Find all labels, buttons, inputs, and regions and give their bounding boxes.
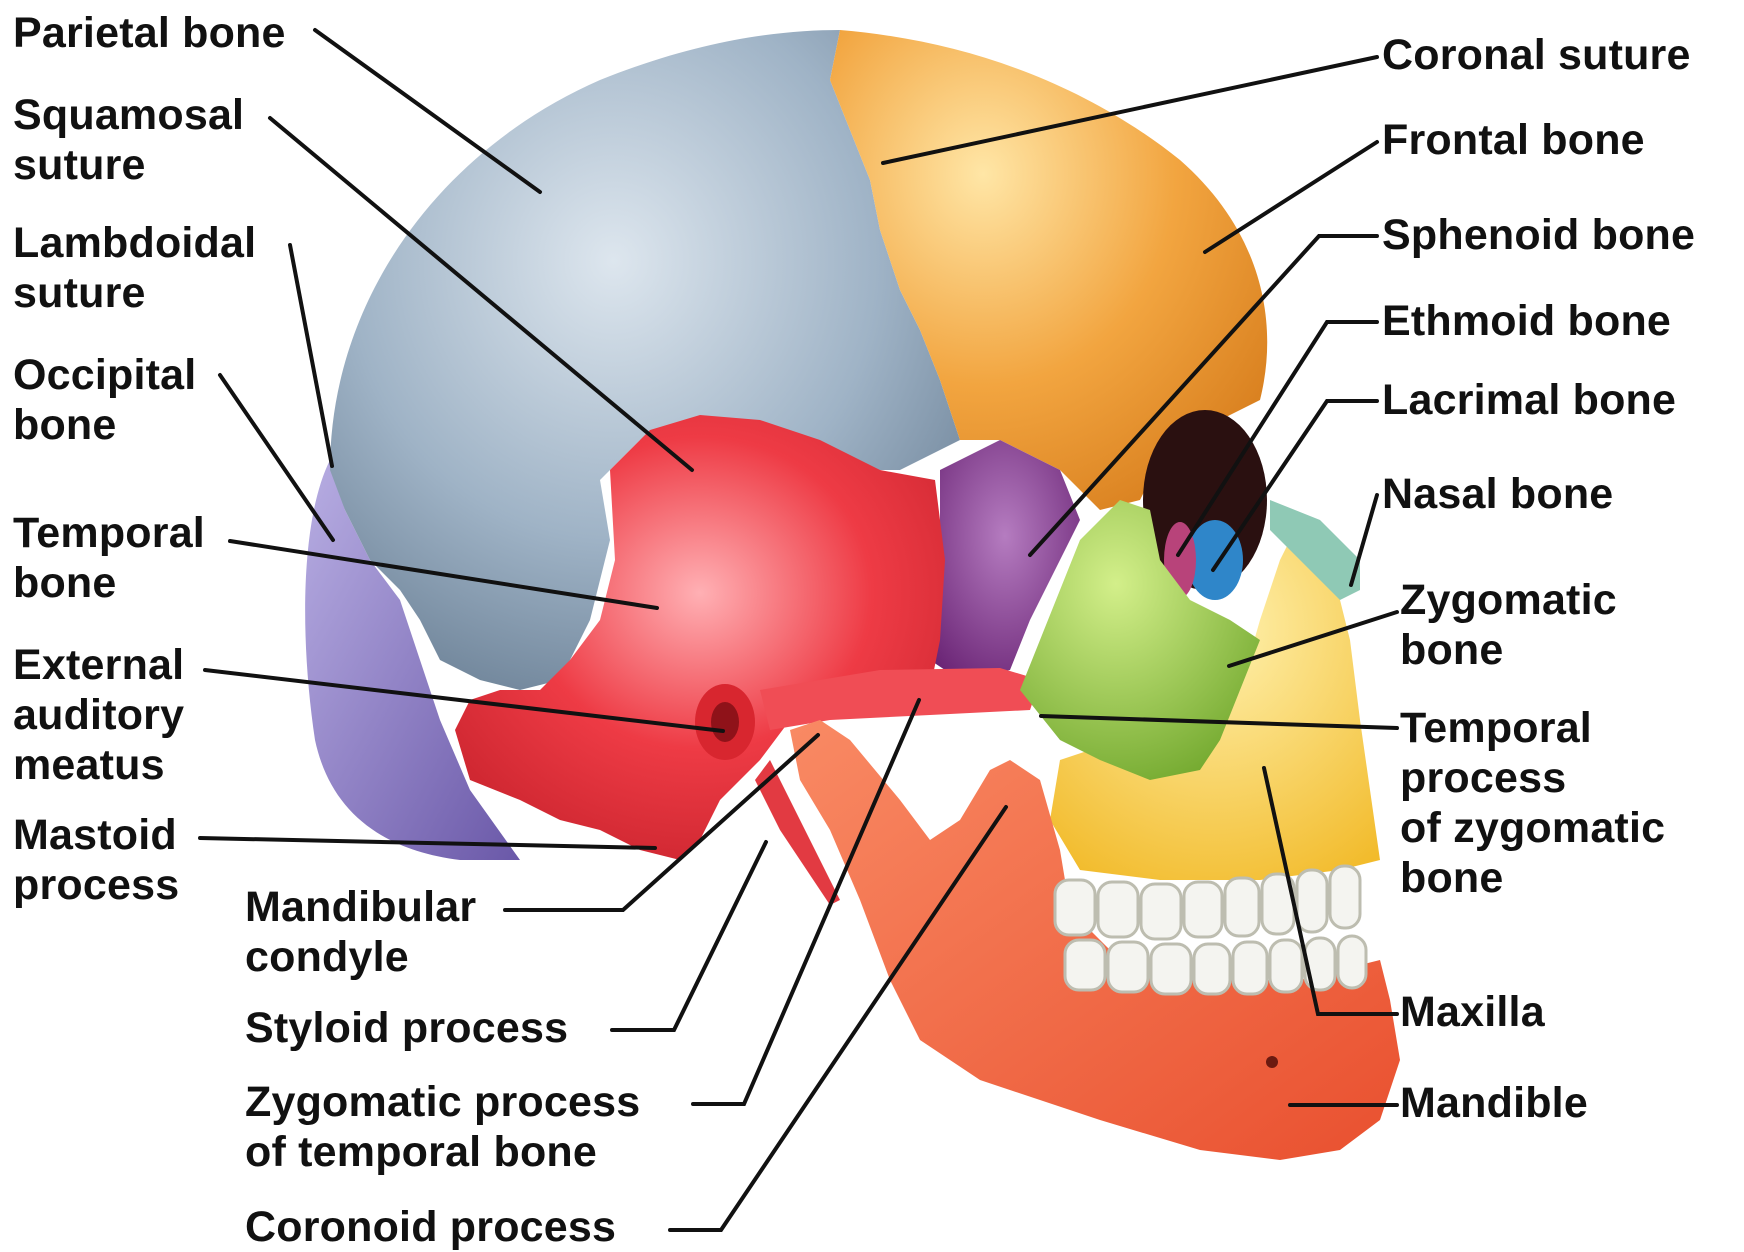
leader-styloid: [612, 842, 766, 1030]
leader-parietal: [315, 30, 540, 192]
label-coronal-suture: Coronal suture: [1382, 30, 1691, 80]
label-maxilla: Maxilla: [1400, 987, 1545, 1037]
label-temporal-bone: Temporal bone: [13, 508, 205, 608]
auditory-meatus-hole: [711, 702, 739, 742]
label-sphenoid-bone: Sphenoid bone: [1382, 210, 1695, 260]
mental-foramen-dot: [1266, 1056, 1278, 1068]
label-mandible: Mandible: [1400, 1078, 1588, 1128]
label-nasal-bone: Nasal bone: [1382, 469, 1613, 519]
label-ethmoid-bone: Ethmoid bone: [1382, 296, 1671, 346]
leader-occipital: [220, 375, 333, 540]
label-external-auditory-meatus: External auditory meatus: [13, 640, 184, 790]
label-squamosal-suture: Squamosal suture: [13, 90, 244, 190]
label-zygomatic-process: Zygomatic process of temporal bone: [245, 1077, 640, 1177]
label-styloid-process: Styloid process: [245, 1003, 568, 1053]
label-lambdoidal-suture: Lambdoidal suture: [13, 218, 256, 318]
label-parietal-bone: Parietal bone: [13, 8, 286, 58]
teeth-group: [1055, 866, 1366, 994]
label-temporal-process: Temporal process of zygomatic bone: [1400, 703, 1665, 903]
label-mandibular-condyle: Mandibular condyle: [245, 882, 476, 982]
leader-nasal: [1351, 495, 1377, 585]
label-lacrimal-bone: Lacrimal bone: [1382, 375, 1676, 425]
label-occipital-bone: Occipital bone: [13, 350, 196, 450]
label-zygomatic-bone: Zygomatic bone: [1400, 575, 1617, 675]
label-frontal-bone: Frontal bone: [1382, 115, 1645, 165]
leader-lambdoidal: [290, 245, 332, 466]
label-coronoid-process: Coronoid process: [245, 1202, 616, 1252]
label-mastoid-process: Mastoid process: [13, 810, 179, 910]
